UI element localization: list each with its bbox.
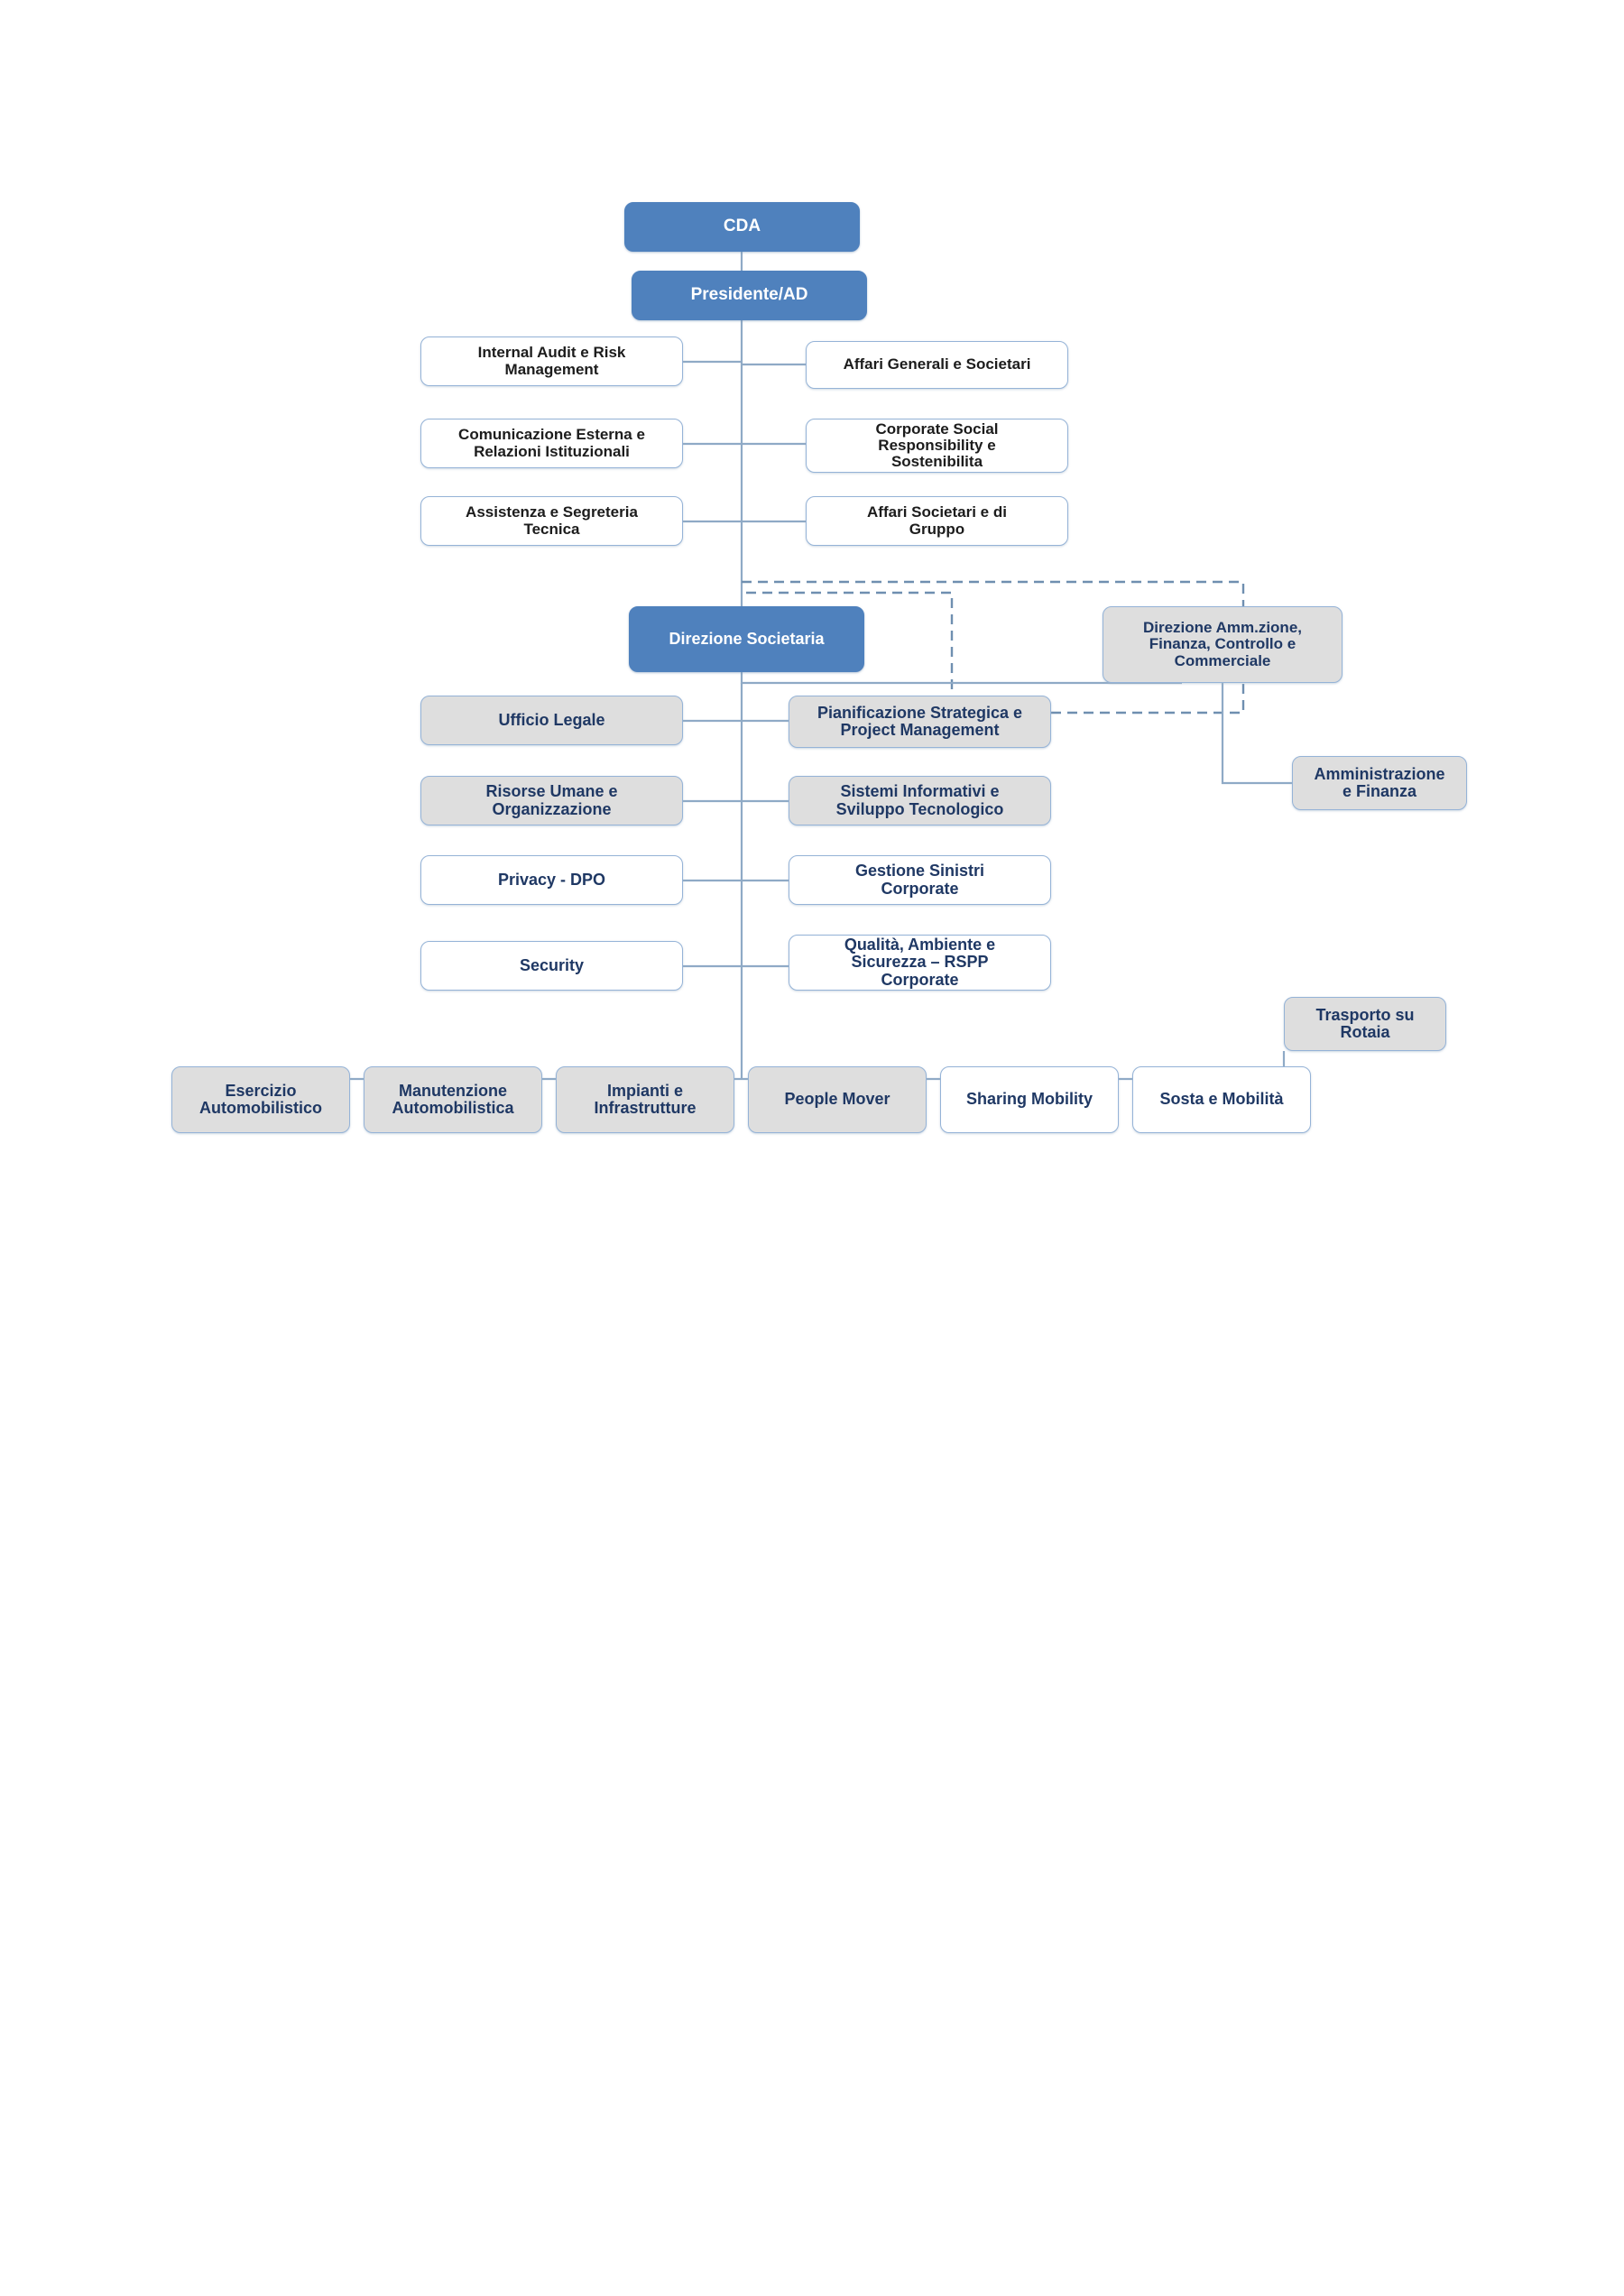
node-label-comunicazione: Comunicazione Esterna e Relazioni Istitu…: [458, 426, 645, 460]
node-comunicazione[interactable]: Comunicazione Esterna e Relazioni Istitu…: [420, 419, 683, 468]
connector-dashed-afc-top: [742, 580, 1245, 606]
node-affari-generali[interactable]: Affari Generali e Societari: [806, 341, 1068, 389]
connector-afc-to-amm: [1221, 683, 1292, 785]
node-label-risorse-umane: Risorse Umane e Organizzazione: [485, 782, 618, 818]
node-label-affari-generali: Affari Generali e Societari: [843, 355, 1031, 373]
node-label-cda: CDA: [723, 217, 761, 236]
node-label-amministrazione-finanza: Amministrazione e Finanza: [1314, 764, 1445, 800]
node-label-gestione-sinistri: Gestione Sinistri Corporate: [854, 862, 985, 898]
node-cda[interactable]: CDA: [624, 202, 860, 252]
node-label-esercizio-auto: Esercizio Automobilistico: [199, 1081, 322, 1117]
node-manutenzione-auto[interactable]: Manutenzione Automobilistica: [364, 1066, 542, 1133]
node-privacy-dpo[interactable]: Privacy - DPO: [420, 855, 683, 905]
node-label-direzione-societaria: Direzione Societaria: [669, 629, 825, 648]
node-presidente[interactable]: Presidente/AD: [632, 271, 867, 320]
node-sistemi-informativi[interactable]: Sistemi Informativi e Sviluppo Tecnologi…: [789, 776, 1051, 825]
connector-dashed-afc-to-pianif: [1051, 683, 1245, 715]
node-direzione-societaria[interactable]: Direzione Societaria: [629, 606, 864, 672]
node-internal-audit[interactable]: Internal Audit e Risk Management: [420, 337, 683, 386]
node-csr[interactable]: Corporate Social Responsibility e Sosten…: [806, 419, 1068, 473]
node-ufficio-legale[interactable]: Ufficio Legale: [420, 696, 683, 745]
node-pianificazione[interactable]: Pianificazione Strategica e Project Mana…: [789, 696, 1051, 748]
connector-dashed-pianificazione: [746, 591, 954, 702]
node-label-manutenzione-auto: Manutenzione Automobilistica: [392, 1081, 514, 1117]
node-direzione-afc[interactable]: Direzione Amm.zione, Finanza, Controllo …: [1103, 606, 1343, 683]
node-label-people-mover: People Mover: [784, 1090, 890, 1109]
node-label-trasporto-rotaia: Trasporto su Rotaia: [1315, 1005, 1415, 1041]
node-impianti[interactable]: Impianti e Infrastrutture: [556, 1066, 734, 1133]
node-assistenza[interactable]: Assistenza e Segreteria Tecnica: [420, 496, 683, 546]
node-label-ufficio-legale: Ufficio Legale: [498, 710, 605, 729]
node-amministrazione-finanza[interactable]: Amministrazione e Finanza: [1292, 756, 1467, 810]
node-sosta-mobilita[interactable]: Sosta e Mobilità: [1132, 1066, 1311, 1133]
node-label-security: Security: [519, 955, 585, 974]
node-label-privacy-dpo: Privacy - DPO: [497, 870, 606, 889]
node-label-affari-societari: Affari Societari e di Gruppo: [867, 503, 1007, 538]
node-label-sosta-mobilita: Sosta e Mobilità: [1159, 1090, 1284, 1109]
node-sharing-mobility[interactable]: Sharing Mobility: [940, 1066, 1119, 1133]
node-label-csr: Corporate Social Responsibility e Sosten…: [875, 420, 999, 471]
node-label-internal-audit: Internal Audit e Risk Management: [477, 344, 626, 378]
node-people-mover[interactable]: People Mover: [748, 1066, 927, 1133]
node-security[interactable]: Security: [420, 941, 683, 991]
node-label-presidente: Presidente/AD: [690, 285, 808, 305]
node-risorse-umane[interactable]: Risorse Umane e Organizzazione: [420, 776, 683, 825]
node-label-pianificazione: Pianificazione Strategica e Project Mana…: [817, 703, 1023, 739]
node-qualita[interactable]: Qualità, Ambiente e Sicurezza – RSPP Cor…: [789, 935, 1051, 991]
node-label-direzione-afc: Direzione Amm.zione, Finanza, Controllo …: [1142, 619, 1302, 669]
node-esercizio-auto[interactable]: Esercizio Automobilistico: [171, 1066, 350, 1133]
node-trasporto-rotaia[interactable]: Trasporto su Rotaia: [1284, 997, 1446, 1051]
node-affari-societari[interactable]: Affari Societari e di Gruppo: [806, 496, 1068, 546]
node-label-sharing-mobility: Sharing Mobility: [965, 1090, 1093, 1109]
node-label-sistemi-informativi: Sistemi Informativi e Sviluppo Tecnologi…: [835, 782, 1004, 818]
node-label-qualita: Qualità, Ambiente e Sicurezza – RSPP Cor…: [844, 936, 996, 989]
node-label-impianti: Impianti e Infrastrutture: [594, 1081, 697, 1117]
node-label-assistenza: Assistenza e Segreteria Tecnica: [466, 503, 638, 538]
node-gestione-sinistri[interactable]: Gestione Sinistri Corporate: [789, 855, 1051, 905]
